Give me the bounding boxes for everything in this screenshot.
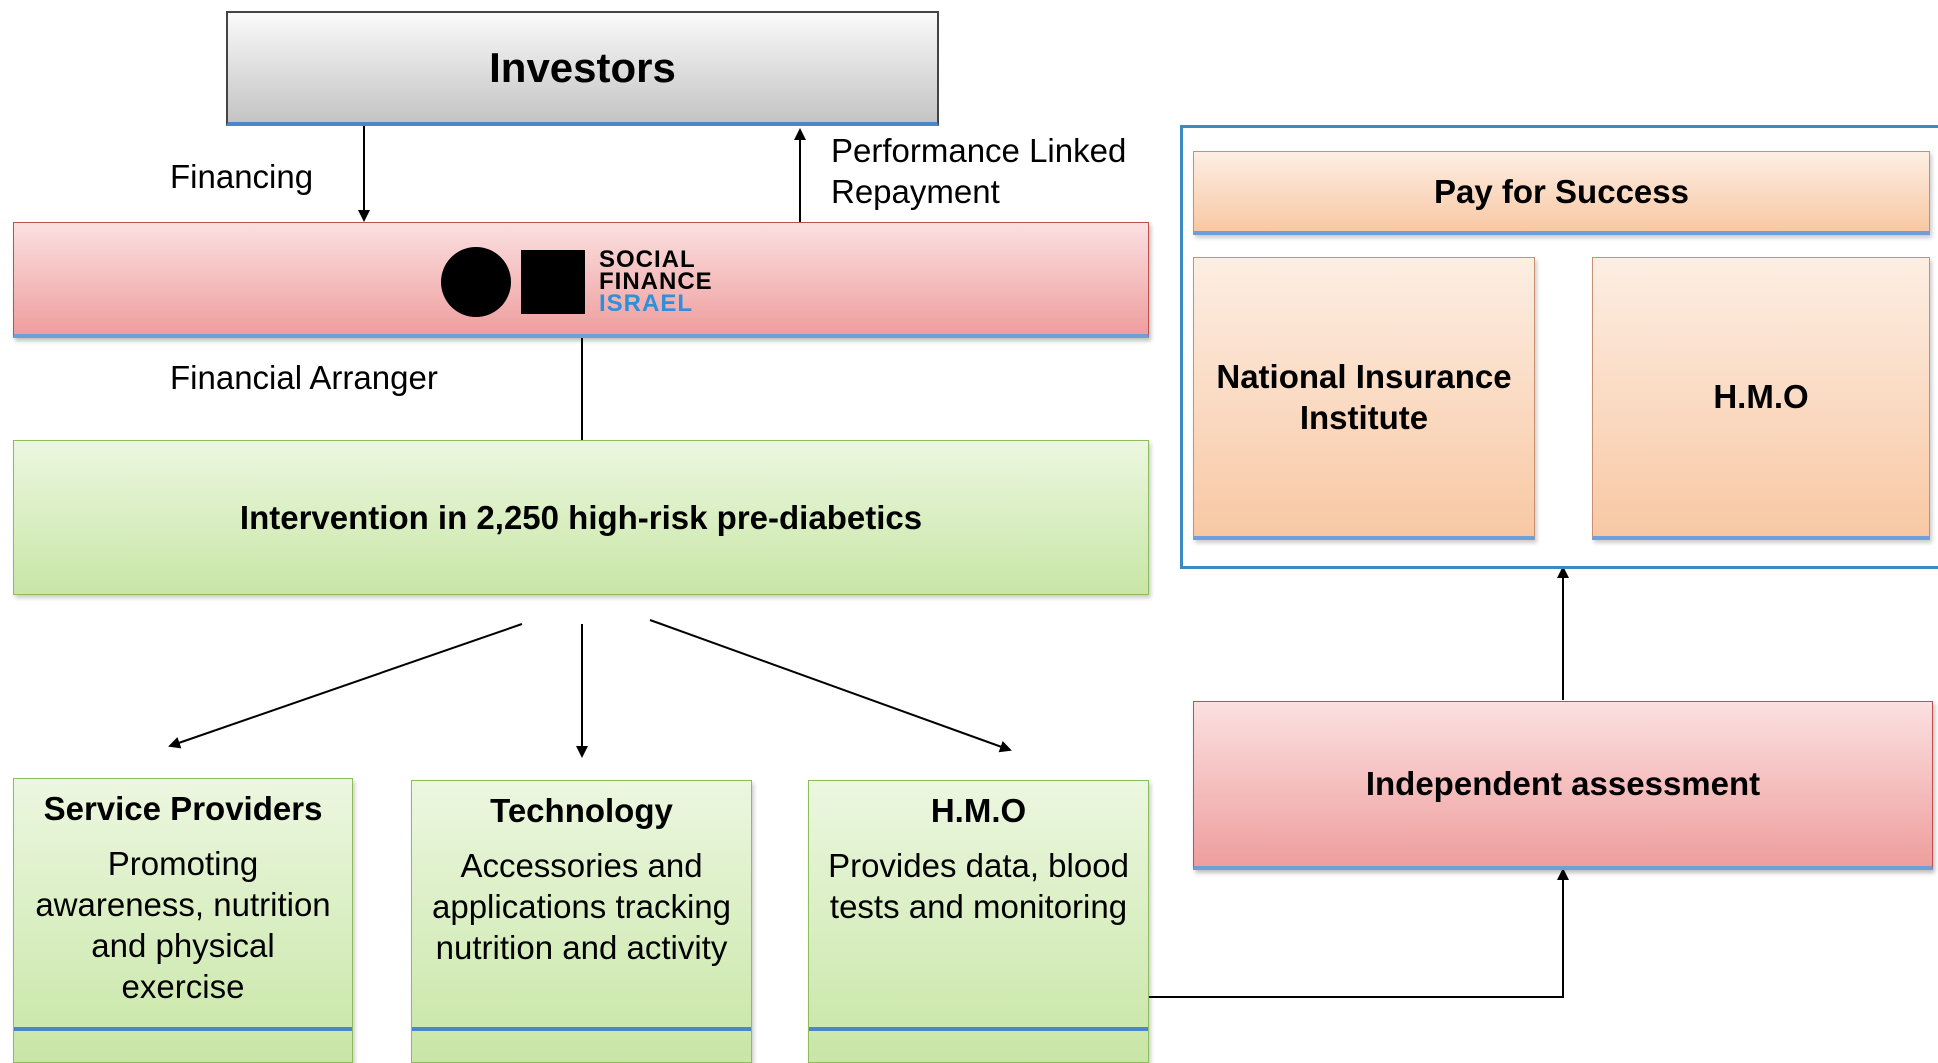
hmo-payer-label: H.M.O — [1713, 378, 1809, 415]
logo-text-finance: FINANCE — [599, 268, 713, 295]
hmo-to-assessment-arrow — [1149, 868, 1569, 998]
repayment-label-line2: Repayment — [831, 173, 1000, 210]
pay-for-success-title: Pay for Success — [1434, 172, 1689, 210]
technology-card: Technology Accessories and applications … — [411, 780, 752, 1063]
financial-arranger-label: Financial Arranger — [170, 359, 438, 396]
arrow-to-service-providers — [168, 623, 523, 749]
card-divider — [14, 1027, 352, 1031]
intervention-box: Intervention in 2,250 high-risk pre-diab… — [13, 440, 1149, 595]
arrow-to-hmo — [649, 619, 1012, 753]
national-insurance-institute-box: National Insurance Institute — [1193, 257, 1535, 540]
independent-assessment-title: Independent assessment — [1365, 765, 1761, 802]
intervention-title: Intervention in 2,250 high-risk pre-diab… — [239, 498, 923, 536]
service-providers-card: Service Providers Promoting awareness, n… — [13, 778, 353, 1063]
service-providers-text-line: awareness, nutrition — [35, 886, 331, 923]
social-finance-israel-box: SOCIAL FINANCE ISRAEL — [13, 222, 1149, 338]
logo-square-icon — [521, 250, 585, 314]
hmo-text-line: tests and monitoring — [829, 888, 1128, 925]
logo-circle-icon — [441, 247, 511, 317]
investors-box: Investors — [226, 11, 939, 126]
technology-text-line: applications tracking — [432, 888, 731, 925]
service-providers-text-line: exercise — [121, 968, 245, 1005]
independent-assessment-box: Independent assessment — [1193, 701, 1933, 870]
hmo-card-title: H.M.O — [930, 792, 1027, 829]
national-insurance-label-line1: National Insurance — [1216, 358, 1512, 395]
hmo-text-line: Provides data, blood — [828, 847, 1129, 884]
repayment-label-line1: Performance Linked — [831, 132, 1127, 169]
logo-text-social: SOCIAL — [599, 246, 696, 273]
national-insurance-label-line2: Institute — [1299, 399, 1429, 436]
investors-title: Investors — [489, 43, 676, 91]
social-finance-israel-logo: SOCIAL FINANCE ISRAEL — [441, 246, 713, 318]
service-providers-text-line: Promoting — [107, 845, 259, 882]
financing-label: Financing — [170, 158, 314, 195]
card-divider — [412, 1027, 751, 1031]
pay-for-success-frame — [1180, 125, 1938, 569]
technology-title: Technology — [490, 792, 673, 829]
service-providers-title: Service Providers — [43, 790, 323, 827]
technology-text-line: nutrition and activity — [435, 929, 728, 966]
hmo-payer-box: H.M.O — [1592, 257, 1930, 540]
card-divider — [809, 1027, 1148, 1031]
hmo-card: H.M.O Provides data, blood tests and mon… — [808, 780, 1149, 1063]
service-providers-text-line: and physical — [91, 927, 275, 964]
pay-for-success-header: Pay for Success — [1193, 151, 1930, 235]
logo-text-israel: ISRAEL — [599, 290, 694, 317]
technology-text-line: Accessories and — [460, 847, 703, 884]
